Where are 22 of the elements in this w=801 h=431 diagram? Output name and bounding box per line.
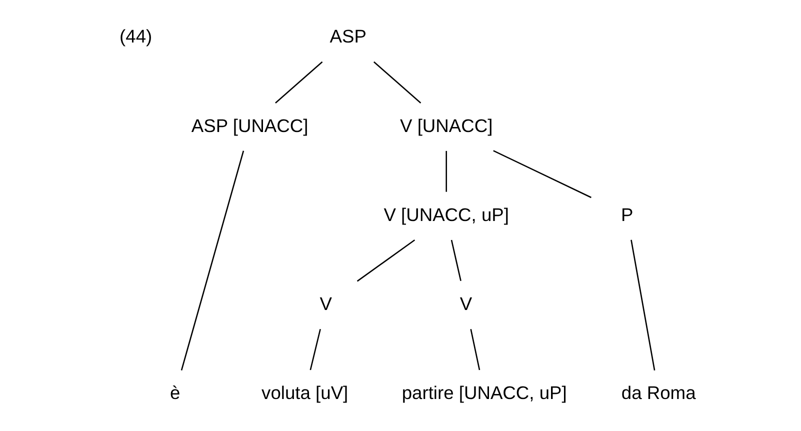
node-text: P [621, 203, 634, 224]
node-text: ASP [330, 25, 366, 46]
connector [470, 328, 480, 370]
node-text: è [170, 382, 180, 403]
connector [630, 239, 656, 370]
node-text: V [320, 292, 332, 314]
connector [180, 150, 244, 370]
connector [356, 239, 416, 282]
connector [450, 239, 462, 281]
connector [493, 150, 592, 198]
label: (44) [120, 25, 152, 46]
connector [373, 60, 422, 104]
connector [310, 328, 321, 370]
node-text: partire [UNACC, uP] [402, 382, 567, 403]
node-text: V [460, 292, 472, 314]
node-text: V [UNACC, uP] [384, 203, 509, 224]
node-text: ASP [UNACC] [191, 114, 308, 136]
connector [446, 150, 447, 192]
node-text: da Roma [621, 382, 696, 403]
connector [275, 60, 323, 104]
node-text: V [UNACC] [400, 114, 493, 136]
node-text: voluta [uV] [262, 382, 348, 403]
